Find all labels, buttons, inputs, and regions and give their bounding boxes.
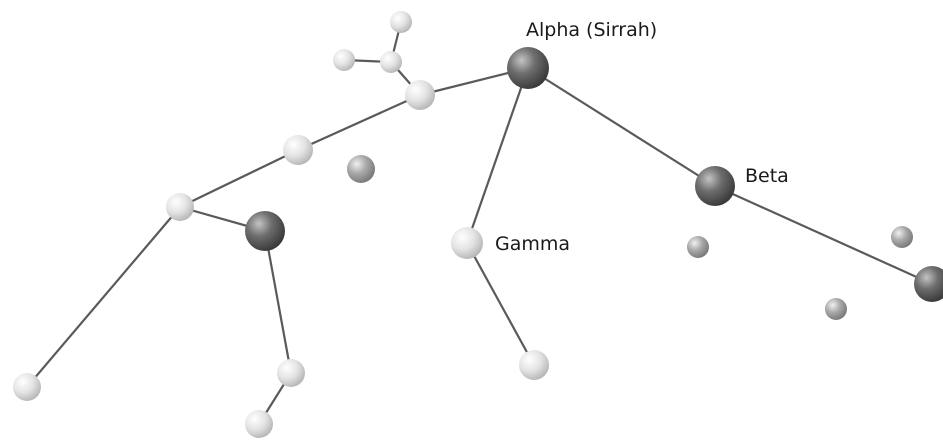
star-branch — [166, 193, 194, 221]
line-branch-to-lower-left — [26, 206, 181, 388]
star-lower — [277, 359, 305, 387]
star-bottom — [245, 410, 273, 438]
star-alpha — [507, 47, 549, 89]
star-isolated-mid — [347, 155, 375, 183]
star-isolated-small-3 — [825, 298, 847, 320]
label-gamma: Gamma — [495, 233, 570, 255]
line-upper-left-to-mid — [297, 93, 421, 152]
line-alpha-to-gamma — [465, 67, 530, 244]
star-beta — [695, 166, 735, 206]
star-dark-left — [245, 211, 285, 251]
star-isolated-small-2 — [891, 226, 913, 248]
label-beta: Beta — [745, 165, 789, 187]
star-isolated-small-1 — [687, 236, 709, 258]
line-alpha-to-beta — [527, 67, 716, 187]
star-mid — [283, 135, 313, 165]
star-gamma-bottom — [519, 350, 549, 380]
star-right-edge — [914, 266, 943, 302]
line-gamma-to-bottom — [466, 242, 535, 366]
star-labels: Alpha (Sirrah) Beta Gamma — [495, 19, 789, 255]
star-lower-left — [13, 373, 41, 401]
label-alpha: Alpha (Sirrah) — [526, 19, 657, 41]
constellation-lines — [26, 21, 933, 425]
star-cluster-left — [333, 49, 355, 71]
star-upper-left — [405, 80, 435, 110]
line-beta-to-right — [714, 184, 933, 286]
line-dark-left-to-lower — [263, 230, 293, 374]
star-cluster-top — [390, 11, 412, 33]
star-gamma — [451, 227, 483, 259]
stars — [13, 11, 943, 438]
line-mid-to-branch — [179, 149, 299, 208]
star-cluster-center — [380, 51, 402, 73]
